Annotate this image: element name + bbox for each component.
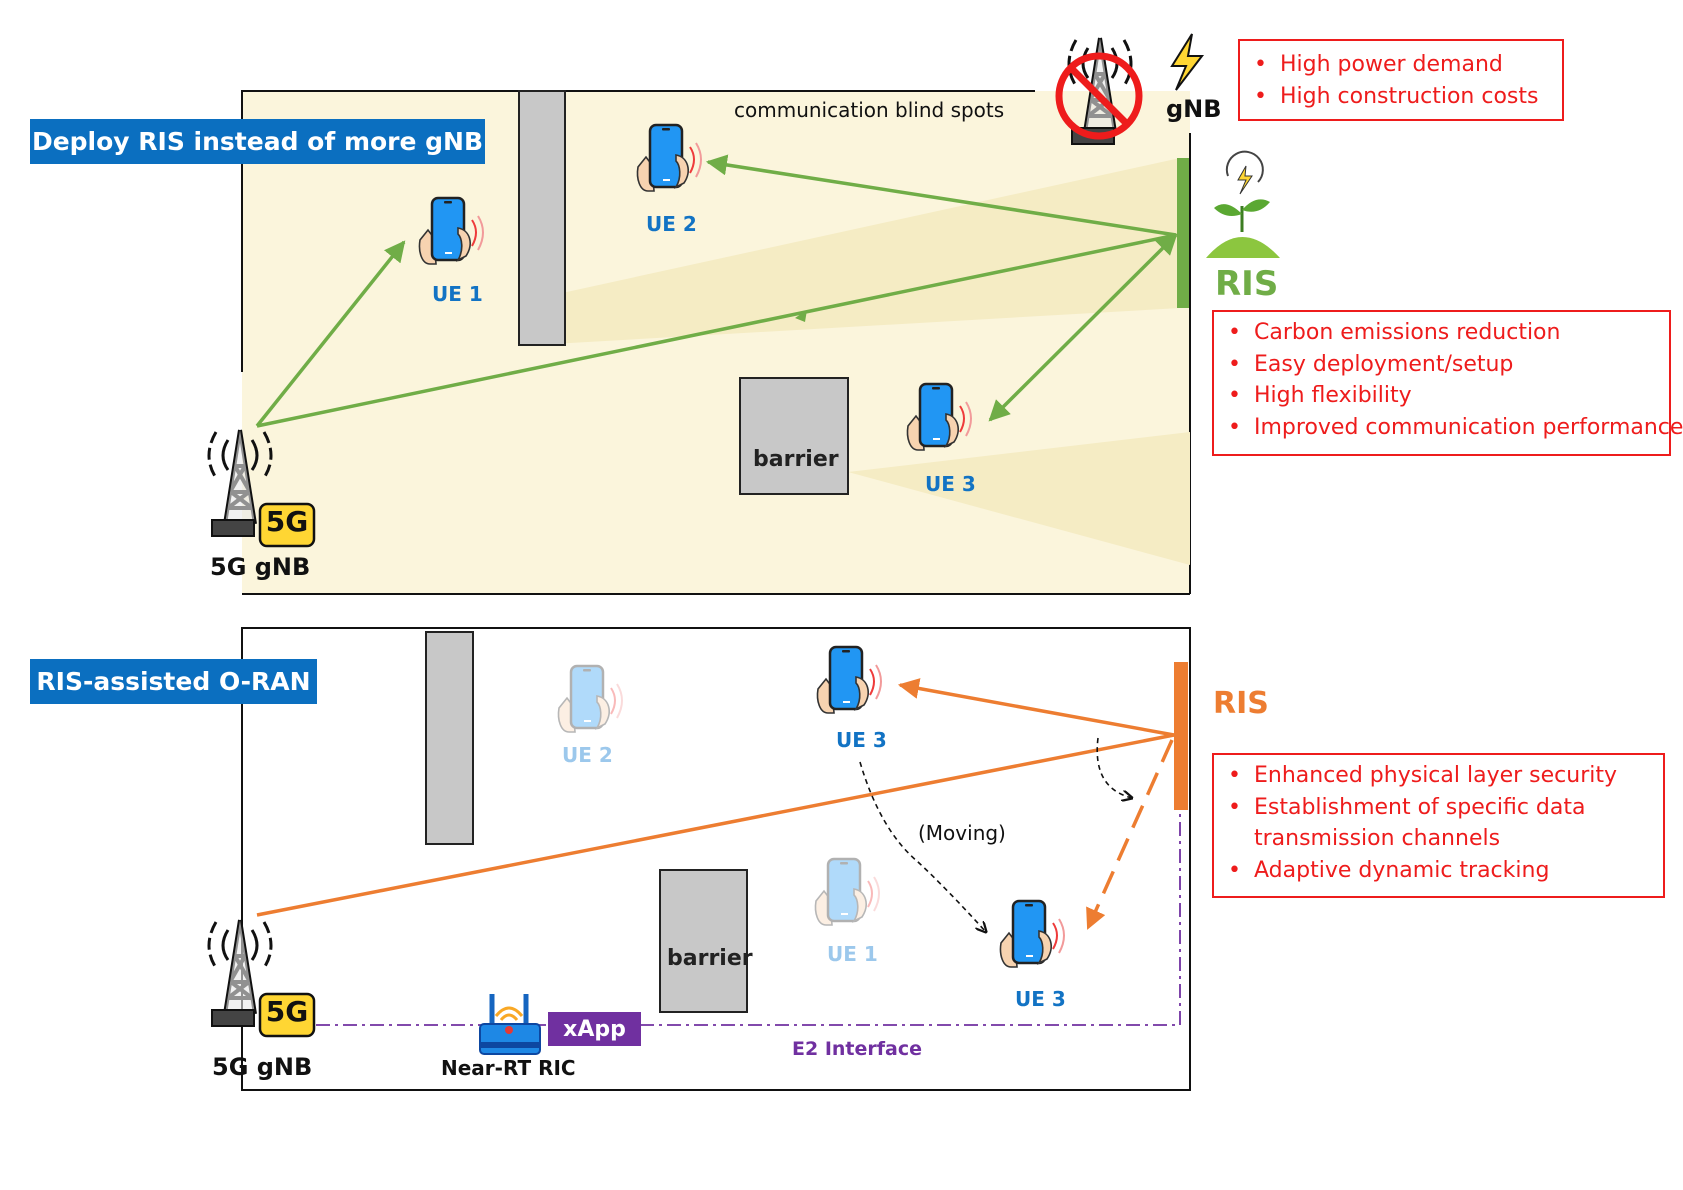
barrier-bottom: [659, 869, 748, 1013]
gnb-drawback-item: High power demand: [1240, 49, 1562, 81]
ris-label-bottom: RIS: [1213, 686, 1269, 721]
ue1-faded-smartphone-icon: [814, 857, 881, 927]
crossed-gnb-label: gNB: [1166, 95, 1222, 123]
ris-benefit-item: Carbon emissions reduction: [1214, 317, 1669, 349]
ue3-label: UE 3: [925, 472, 976, 496]
ue1-faded-label: UE 1: [827, 942, 878, 966]
oran-benefit-item: Adaptive dynamic tracking: [1214, 855, 1663, 887]
gnb-drawbacks-box: High power demand High construction cost…: [1238, 39, 1564, 121]
link-ris-ue3-after: [1086, 739, 1174, 930]
oran-benefit-item: Establishment of specific data: [1214, 792, 1663, 824]
link-ris-ue2: [705, 154, 1177, 237]
e2-interface-line: [316, 812, 1181, 1026]
e2-interface-label: E2 Interface: [792, 1038, 922, 1060]
bs-badge-text-top: 5G: [265, 505, 309, 538]
ris-benefit-item: Improved communication performance: [1214, 412, 1683, 444]
ue3-before-smartphone-icon: [816, 645, 883, 715]
bottom-panel: [207, 627, 1191, 1091]
near-rt-ric-label: Near-RT RIC: [441, 1056, 576, 1080]
link-bs-ris-bottom: [256, 733, 1175, 917]
top-panel-border-top: [241, 90, 1035, 372]
lightning-icon: [1170, 33, 1205, 91]
ue2-faded-label: UE 2: [562, 743, 613, 767]
no-tower-icon: [1055, 36, 1143, 146]
ris-benefit-item: High flexibility: [1214, 380, 1669, 412]
wall-bottom: [425, 631, 474, 845]
gnb-drawback-item: High construction costs: [1240, 81, 1562, 113]
moving-path-arrow: [859, 761, 986, 932]
bs-label-top: 5G gNB: [210, 553, 311, 581]
bottom-panel-title: RIS-assisted O-RAN: [30, 659, 317, 704]
moving-label: (Moving): [918, 821, 1006, 845]
link-bs-ue1: [255, 240, 406, 428]
oran-benefit-item-continued: transmission channels: [1254, 826, 1501, 851]
xapp-badge: xApp: [548, 1012, 641, 1046]
ris-beam-lower: [848, 432, 1190, 565]
link-ris-ue3: [988, 233, 1178, 422]
barrier-label-bottom: barrier: [667, 946, 753, 971]
ue2-faded-smartphone-icon: [557, 664, 624, 734]
router-icon: [479, 994, 541, 1055]
bs-label-bottom: 5G gNB: [212, 1053, 313, 1081]
barrier-top: [739, 377, 849, 495]
ris-label-top: RIS: [1215, 264, 1279, 304]
oran-benefits-box: Enhanced physical layer security Establi…: [1212, 753, 1665, 898]
ris-benefit-item: Easy deployment/setup: [1214, 349, 1669, 381]
ue3-after-smartphone-icon: [999, 899, 1066, 969]
ue3-after-label: UE 3: [1015, 987, 1066, 1011]
bs-5g-badge-bottom: [258, 992, 316, 1038]
top-panel-title: Deploy RIS instead of more gNB: [30, 119, 485, 164]
ris-plant-icon: [1206, 150, 1280, 258]
ue3-before-label: UE 3: [836, 728, 887, 752]
bs-5g-badge-top: [258, 502, 316, 548]
blind-spots-label: communication blind spots: [734, 98, 1005, 122]
tracking-arrow: [1096, 737, 1132, 798]
ue2-label: UE 2: [646, 212, 697, 236]
oran-benefit-item: Enhanced physical layer security: [1214, 760, 1663, 792]
barrier-label-top: barrier: [753, 447, 839, 472]
link-ris-ue3-before: [897, 678, 1175, 737]
top-panel: [207, 33, 1280, 595]
bottom-panel-border: [241, 627, 1191, 1091]
ue1-label: UE 1: [432, 282, 483, 306]
link-bs-ris-arrowhead: [795, 310, 807, 322]
bs-badge-text-bottom: 5G: [265, 995, 309, 1028]
ris-surface-bottom: [1174, 662, 1188, 810]
ris-surface-top: [1177, 158, 1189, 308]
ris-benefits-box: Carbon emissions reduction Easy deployme…: [1212, 310, 1683, 456]
wall-top: [518, 90, 566, 346]
